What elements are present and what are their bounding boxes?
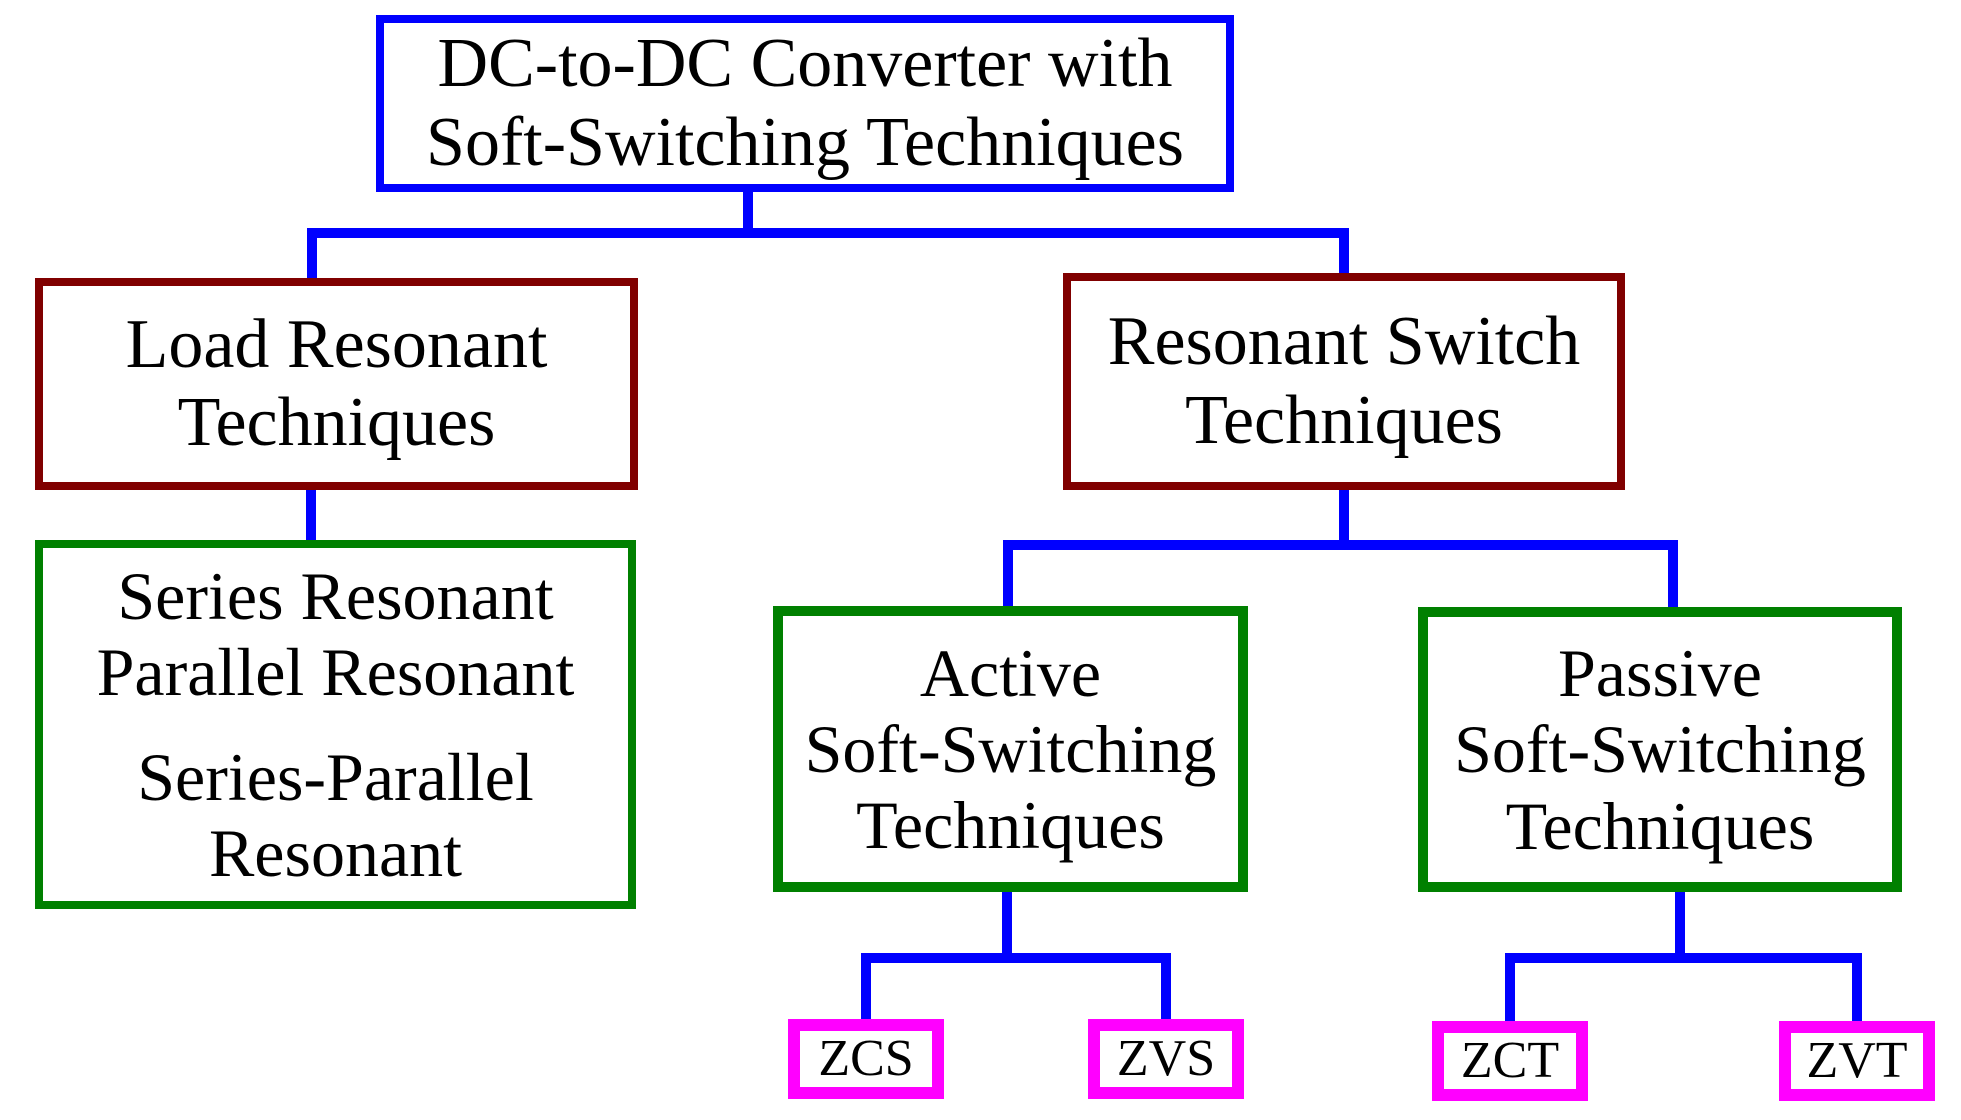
passive-soft-switching-box: Passive Soft-Switching Techniques bbox=[1418, 607, 1902, 892]
connector-zvs-drop bbox=[1161, 953, 1171, 1019]
connector-load-resonant-drop bbox=[307, 228, 317, 278]
load-resonant-box: Load Resonant Techniques bbox=[35, 278, 638, 490]
zvs-box: ZVS bbox=[1088, 1019, 1244, 1099]
zcs-box: ZCS bbox=[788, 1019, 944, 1099]
root-box: DC-to-DC Converter with Soft-Switching T… bbox=[376, 15, 1234, 192]
connector-zvt-drop bbox=[1852, 953, 1862, 1021]
connector-level1-horizontal bbox=[307, 228, 1349, 238]
connector-active-horizontal bbox=[861, 953, 1171, 963]
load-resonant-label: Load Resonant Techniques bbox=[125, 305, 548, 461]
passive-soft-switching-label: Passive Soft-Switching Techniques bbox=[1454, 635, 1866, 864]
connector-zcs-drop bbox=[861, 953, 871, 1019]
load-resonant-type-parallel: Parallel Resonant bbox=[96, 634, 575, 711]
connector-passive-drop bbox=[1668, 540, 1678, 607]
connector-root-down bbox=[743, 188, 753, 238]
resonant-switch-box: Resonant Switch Techniques bbox=[1063, 273, 1625, 490]
zvs-label: ZVS bbox=[1116, 1029, 1216, 1087]
zvt-label: ZVT bbox=[1806, 1031, 1908, 1089]
zct-label: ZCT bbox=[1460, 1031, 1560, 1089]
active-soft-switching-box: Active Soft-Switching Techniques bbox=[773, 606, 1248, 892]
connector-zct-drop bbox=[1505, 953, 1515, 1021]
connector-passive-down bbox=[1675, 892, 1685, 963]
connector-active-drop bbox=[1003, 540, 1013, 606]
connector-load-to-detail bbox=[306, 490, 316, 540]
active-soft-switching-label: Active Soft-Switching Techniques bbox=[804, 634, 1217, 864]
connector-passive-horizontal bbox=[1505, 953, 1862, 963]
connector-switch-horizontal bbox=[1003, 540, 1678, 550]
zct-box: ZCT bbox=[1432, 1021, 1588, 1101]
load-resonant-types-box: Series Resonant Parallel Resonant Series… bbox=[35, 540, 636, 909]
load-resonant-type-series-parallel: Series-Parallel Resonant bbox=[137, 738, 534, 891]
zvt-box: ZVT bbox=[1779, 1021, 1935, 1101]
connector-active-down bbox=[1002, 892, 1012, 963]
connector-resonant-switch-drop bbox=[1339, 228, 1349, 273]
load-resonant-type-series: Series Resonant bbox=[117, 558, 554, 635]
resonant-switch-label: Resonant Switch Techniques bbox=[1107, 303, 1581, 459]
zcs-label: ZCS bbox=[818, 1029, 914, 1087]
connector-switch-down bbox=[1339, 490, 1349, 550]
root-box-label: DC-to-DC Converter with Soft-Switching T… bbox=[426, 25, 1184, 181]
